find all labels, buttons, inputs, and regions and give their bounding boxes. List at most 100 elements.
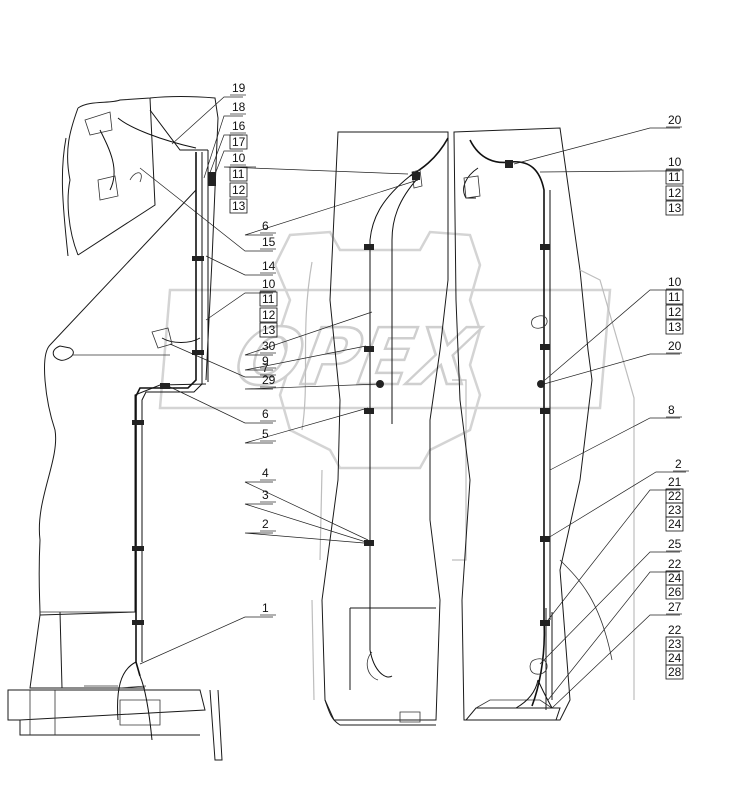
callout-box	[665, 584, 684, 600]
callout-c14: 14	[260, 259, 276, 274]
callout-number: 12	[232, 183, 246, 197]
callout-number: 13	[668, 320, 682, 334]
callout-c4: 4	[260, 466, 276, 481]
callout-box	[229, 166, 248, 182]
callout-c23a: 23	[665, 502, 684, 518]
callout-c28: 28	[665, 664, 684, 680]
callout-number: 21	[668, 475, 682, 489]
callout-c24a: 24	[665, 516, 684, 532]
callout-box	[229, 182, 248, 198]
callout-c15: 15	[260, 235, 276, 250]
callout-box	[259, 307, 278, 323]
callout-box	[665, 319, 684, 335]
callout-c17: 17	[229, 134, 248, 150]
left-hose-bundle	[84, 109, 209, 741]
callout-number: 24	[668, 651, 682, 665]
clamp	[505, 160, 513, 168]
clamp	[540, 408, 550, 414]
clamp	[132, 546, 144, 551]
callout-number: 18	[232, 100, 246, 114]
callout-number: 16	[232, 119, 246, 133]
callout-number: 20	[668, 339, 682, 353]
callout-box	[665, 169, 684, 185]
callout-c10d: 10	[666, 275, 682, 290]
callout-number: 23	[668, 637, 682, 651]
callout-number: 10	[262, 277, 276, 291]
callout-number: 2	[675, 457, 682, 471]
callout-number: 11	[262, 292, 275, 306]
watermark-gear	[273, 230, 482, 470]
callout-c10a: 10	[230, 151, 246, 166]
callout-c13a: 13	[229, 198, 248, 214]
clamp	[540, 536, 550, 542]
callout-number: 10	[668, 275, 682, 289]
callout-number: 6	[262, 407, 269, 421]
callout-c18: 18	[230, 100, 246, 115]
callout-c12c: 12	[665, 185, 684, 201]
callout-c29: 29	[260, 373, 276, 388]
clamp	[192, 256, 204, 261]
callout-c22b: 22	[666, 557, 682, 572]
callout-c11a: 11	[229, 166, 248, 182]
callout-number: 11	[668, 170, 681, 184]
callout-c12d: 12	[665, 304, 684, 320]
callout-c11b: 11	[259, 291, 278, 307]
callout-c16: 16	[230, 119, 246, 134]
clamp	[540, 344, 550, 350]
hose-clamps	[132, 160, 550, 626]
clamp	[540, 620, 550, 626]
callout-number: 9	[262, 354, 269, 368]
callout-box	[229, 198, 248, 214]
callout-c6b: 6	[260, 407, 276, 422]
callout-number: 22	[668, 623, 682, 637]
callout-c30: 30	[260, 339, 276, 354]
callout-c13c: 13	[665, 200, 684, 216]
clamp	[364, 346, 374, 352]
callout-number: 20	[668, 113, 682, 127]
callout-c10c: 10	[666, 155, 682, 170]
callout-number: 27	[668, 600, 682, 614]
callout-c13b: 13	[259, 322, 278, 338]
callout-number: 10	[668, 155, 682, 169]
callout-box	[229, 134, 248, 150]
callout-number: 26	[668, 585, 682, 599]
callout-number: 10	[232, 151, 246, 165]
callout-c19: 19	[230, 81, 246, 96]
callout-number: 19	[232, 81, 246, 95]
callout-number: 24	[668, 571, 682, 585]
callout-c1: 1	[260, 601, 276, 616]
callout-number: 1	[262, 601, 269, 615]
callout-number: 5	[262, 427, 269, 441]
callout-c20a: 20	[666, 113, 682, 128]
callout-box	[665, 200, 684, 216]
callout-c12a: 12	[229, 182, 248, 198]
callout-c12b: 12	[259, 307, 278, 323]
callout-number: 6	[262, 219, 269, 233]
callout-number: 30	[262, 339, 276, 353]
callout-c24b: 24	[665, 570, 684, 586]
callout-number: 25	[668, 537, 682, 551]
callout-c3: 3	[260, 488, 276, 503]
callout-number: 22	[668, 557, 682, 571]
callout-number: 3	[262, 488, 269, 502]
callout-labels: 1918161710111213615141011121330929765432…	[229, 81, 689, 680]
callout-c10b: 10	[260, 277, 276, 292]
callout-number: 13	[262, 323, 276, 337]
callout-c7: 7	[260, 361, 276, 376]
callout-box	[665, 304, 684, 320]
callout-number: 22	[668, 489, 682, 503]
callout-box	[665, 289, 684, 305]
watermark-band	[158, 288, 612, 410]
callout-c27: 27	[666, 600, 682, 615]
callout-number: 4	[262, 466, 269, 480]
callout-number: 23	[668, 503, 682, 517]
callout-box	[259, 291, 278, 307]
callout-c13d: 13	[665, 319, 684, 335]
clamp	[540, 244, 550, 250]
callout-number: 7	[262, 361, 269, 375]
clamp	[208, 172, 216, 186]
clamp	[160, 383, 170, 389]
callout-c24c: 24	[665, 650, 684, 666]
callout-box	[665, 664, 684, 680]
callout-c8: 8	[666, 403, 682, 418]
